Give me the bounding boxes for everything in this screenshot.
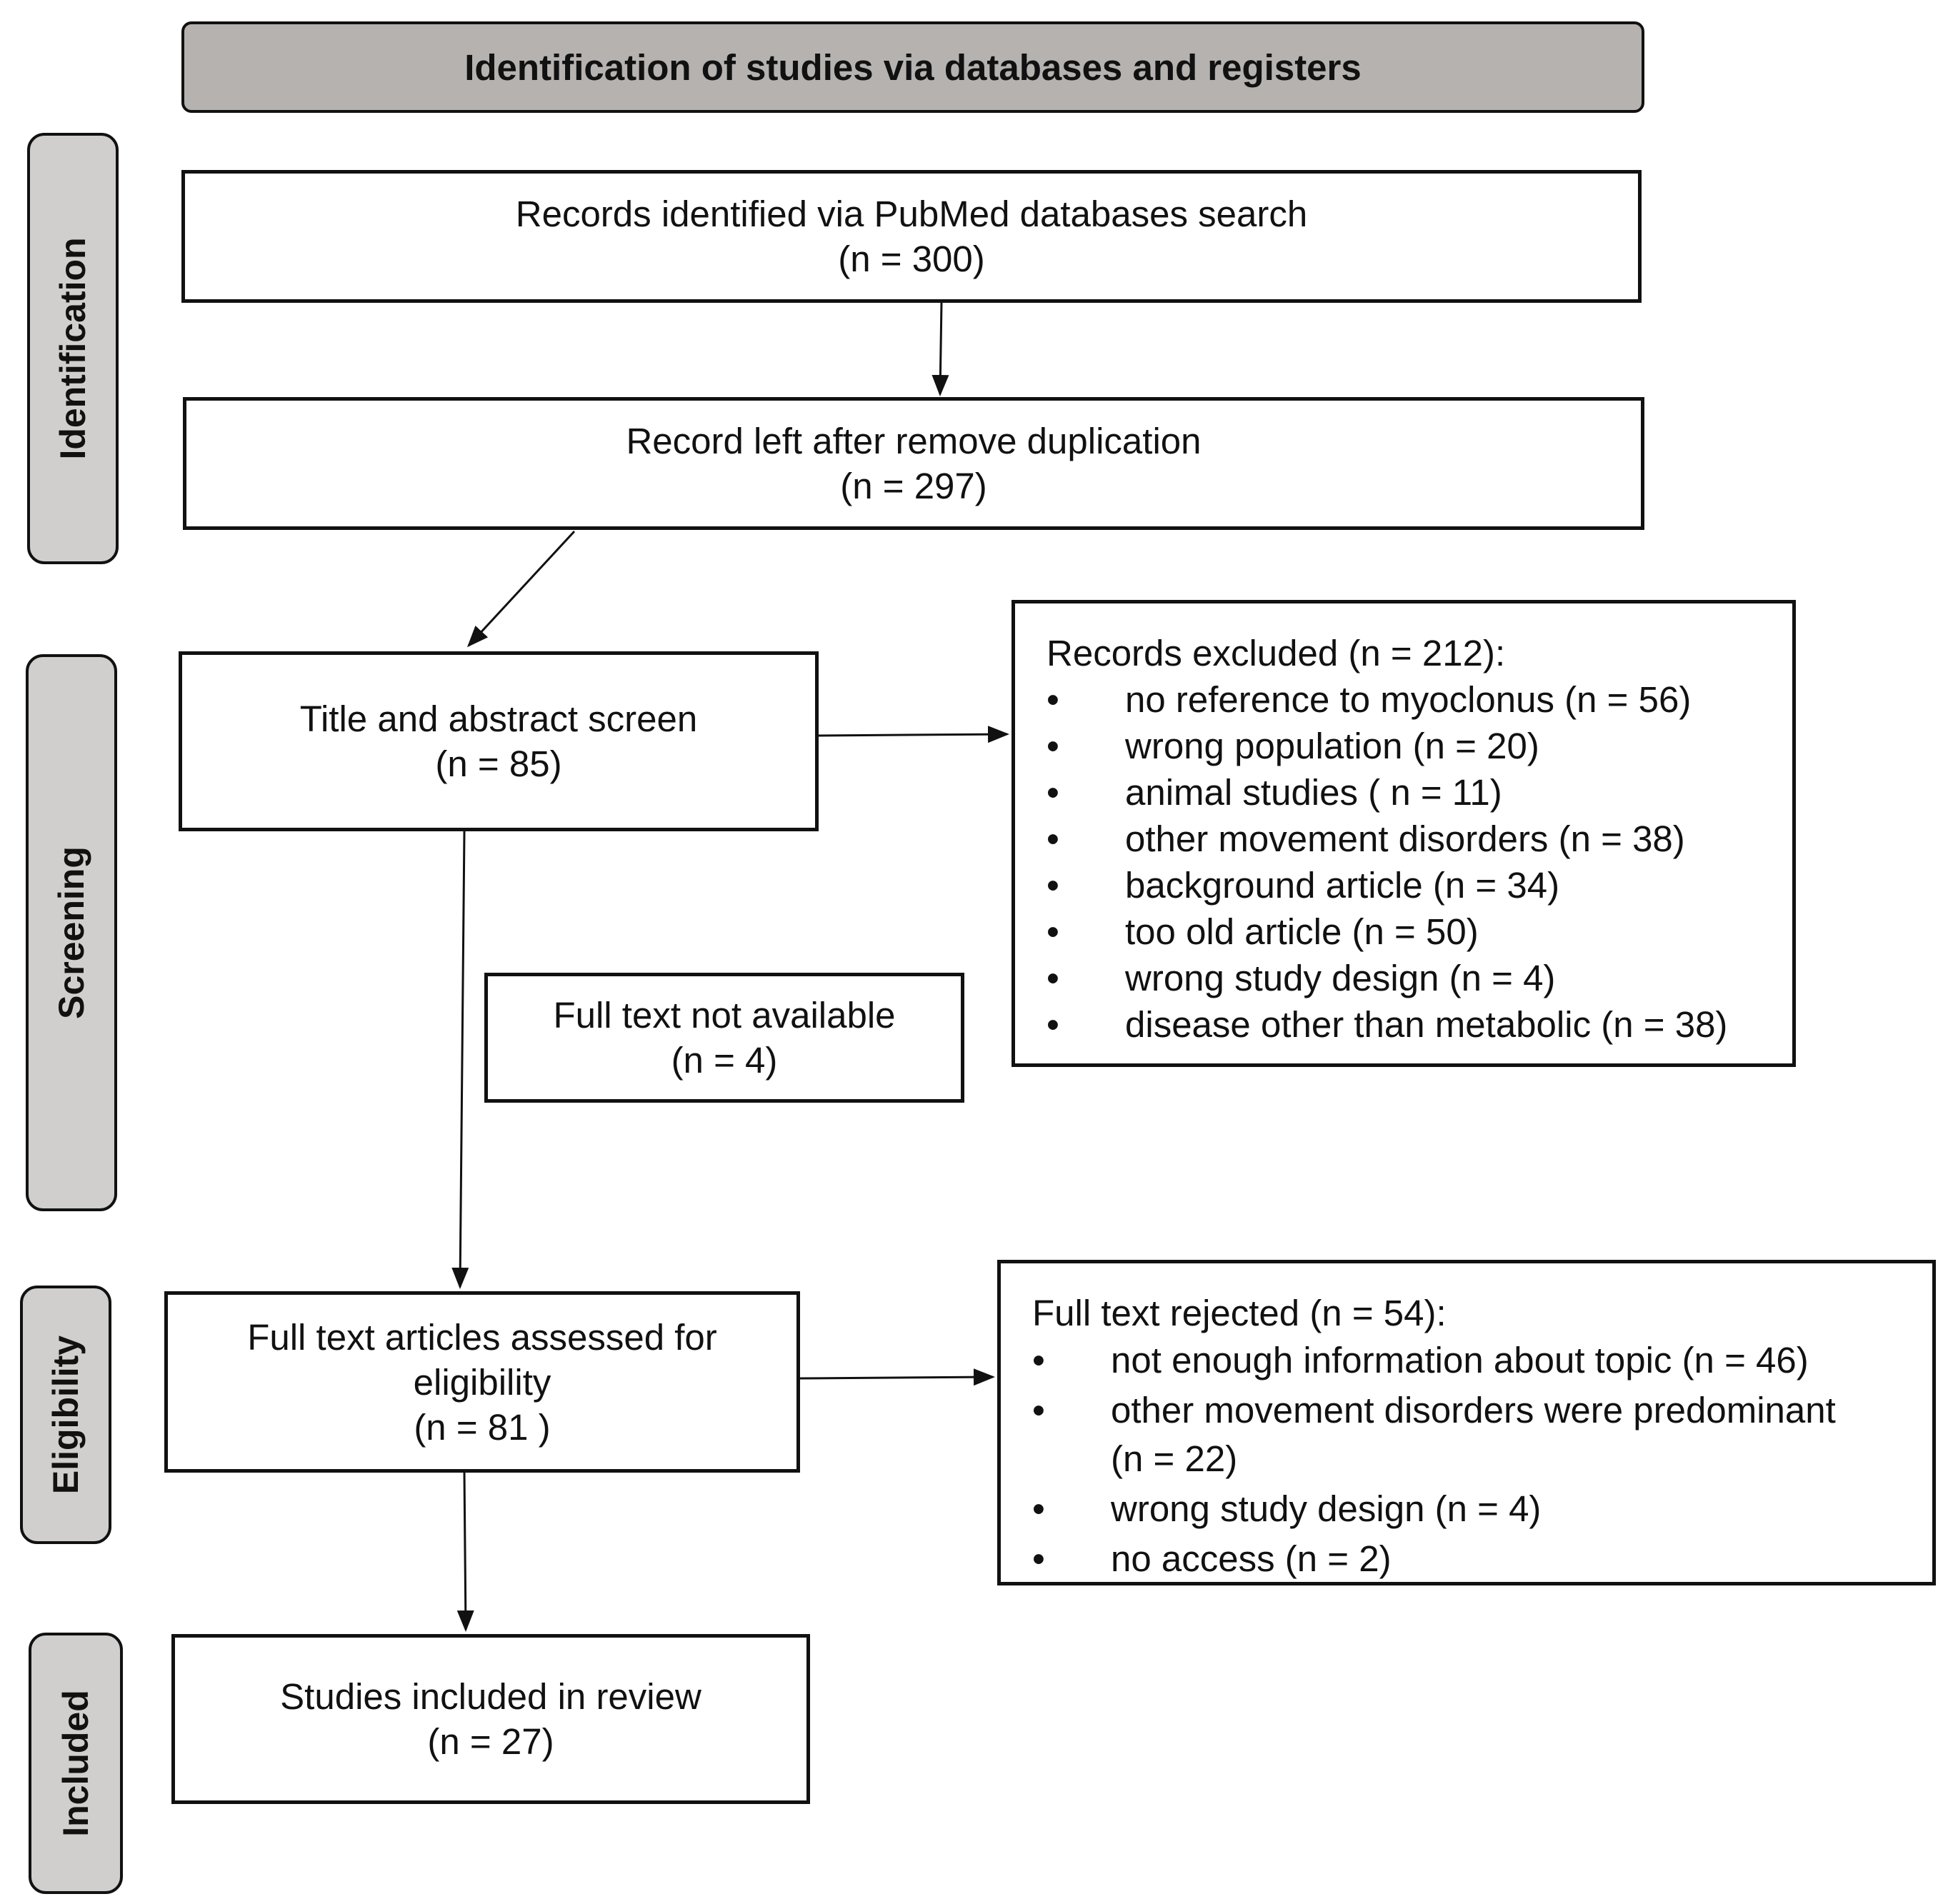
list-item: no reference to myoclonus (n = 56) [1047, 676, 1792, 723]
list-item: animal studies ( n = 11) [1047, 769, 1792, 816]
list-item-continuation: (n = 22) [1111, 1438, 1238, 1479]
phase-screening: Screening [26, 654, 117, 1211]
records-identified-count: (n = 300) [838, 239, 985, 279]
records-excluded-list: no reference to myoclonus (n = 56) wrong… [1047, 676, 1792, 1048]
arrow-assessed-to-rejected [799, 1368, 995, 1386]
not-available-label: Full text not available [553, 995, 896, 1036]
list-item: not enough information about topic (n = … [1032, 1336, 1932, 1385]
list-item: wrong study design (n = 4) [1032, 1485, 1932, 1533]
not-available-count: (n = 4) [671, 1040, 778, 1081]
arrow-duplicates-to-screen [466, 530, 576, 648]
list-item: other movement disorders (n = 38) [1047, 816, 1792, 862]
full-text-assessed-count: (n = 81 ) [414, 1406, 551, 1448]
full-text-rejected-box: Full text rejected (n = 54): not enough … [997, 1260, 1936, 1585]
phase-eligibility: Eligibility [20, 1286, 111, 1544]
phase-included: Included [29, 1633, 123, 1894]
included-count: (n = 27) [427, 1721, 554, 1762]
included-box: Studies included in review (n = 27) [171, 1634, 810, 1804]
records-identified-label: Records identified via PubMed databases … [515, 194, 1308, 234]
list-item: wrong population (n = 20) [1047, 723, 1792, 769]
list-item: no access (n = 2) [1032, 1535, 1932, 1583]
phase-identification: Identification [27, 133, 119, 564]
title-abstract-label: Title and abstract screen [299, 698, 698, 739]
full-text-assessed-label-line1: Full text articles assessed for [247, 1316, 717, 1358]
after-duplicates-label: Record left after remove duplication [626, 421, 1202, 461]
list-item: too old article (n = 50) [1047, 908, 1792, 955]
title-abstract-box: Title and abstract screen (n = 85) [179, 651, 819, 831]
full-text-rejected-title: Full text rejected (n = 54): [1032, 1293, 1447, 1333]
records-excluded-box: Records excluded (n = 212): no reference… [1012, 600, 1796, 1067]
arrow-identified-to-duplicates [931, 302, 949, 396]
list-item: wrong study design (n = 4) [1047, 955, 1792, 1001]
title-abstract-count: (n = 85) [435, 743, 562, 784]
list-item: other movement disorders were predominan… [1032, 1386, 1932, 1483]
full-text-assessed-label-line2: eligibility [413, 1361, 551, 1403]
list-item: background article (n = 34) [1047, 862, 1792, 908]
full-text-rejected-list: not enough information about topic (n = … [1032, 1336, 1932, 1583]
not-available-box: Full text not available (n = 4) [484, 973, 964, 1103]
full-text-assessed-box: Full text articles assessed for eligibil… [164, 1291, 800, 1473]
section-header-title: Identification of studies via databases … [464, 46, 1362, 88]
included-label: Studies included in review [280, 1676, 701, 1717]
arrow-screen-to-assessed [451, 831, 469, 1289]
list-item: disease other than metabolic (n = 38) [1047, 1001, 1792, 1048]
records-identified-box: Records identified via PubMed databases … [181, 170, 1642, 303]
records-excluded-title: Records excluded (n = 212): [1047, 633, 1506, 673]
arrow-assessed-to-included [456, 1472, 474, 1632]
section-header: Identification of studies via databases … [181, 21, 1644, 113]
after-duplicates-box: Record left after remove duplication (n … [183, 397, 1644, 530]
arrow-screen-to-excluded [818, 726, 1009, 743]
list-item-text: other movement disorders were predominan… [1111, 1390, 1836, 1430]
after-duplicates-count: (n = 297) [840, 466, 987, 506]
